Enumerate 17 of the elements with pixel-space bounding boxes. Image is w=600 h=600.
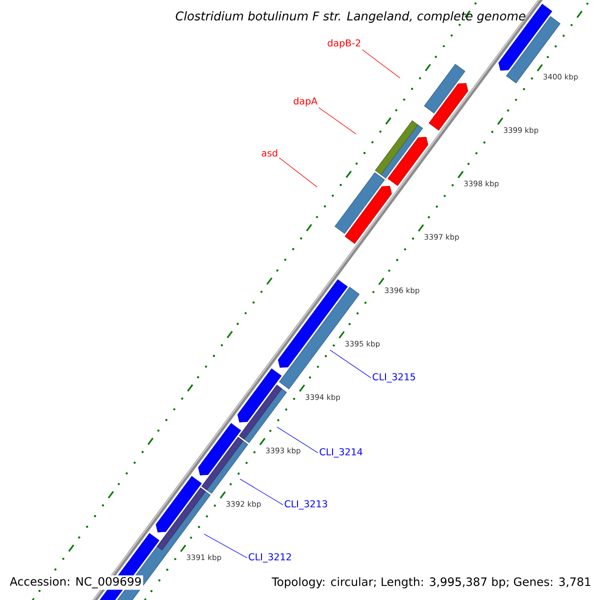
leader-line bbox=[362, 49, 400, 78]
leader-line bbox=[330, 350, 372, 378]
gene-label: CLI_3213 bbox=[284, 500, 328, 510]
footer-text: Accession: NC_009699 bbox=[8, 575, 144, 590]
gene-label: CLI_3215 bbox=[372, 373, 416, 382]
leader-line bbox=[278, 157, 318, 188]
leader-line bbox=[318, 107, 356, 134]
gene-label: CLI_3214 bbox=[320, 448, 362, 458]
leader-line bbox=[204, 534, 248, 558]
gene-label: asd bbox=[262, 149, 278, 157]
leader-line bbox=[240, 478, 284, 506]
title: Clostridium botulinum F str. Langeland, complete genome bbox=[176, 11, 526, 23]
gene-label: dapB-2 bbox=[328, 39, 360, 48]
footer-text: Topology: circular; Length: 3,995,387 bp; Genes: 3,781 bbox=[270, 576, 593, 590]
leader-line bbox=[276, 426, 318, 454]
gene-label: dapA bbox=[294, 97, 318, 106]
gene-label: CLI_3212 bbox=[248, 553, 291, 562]
